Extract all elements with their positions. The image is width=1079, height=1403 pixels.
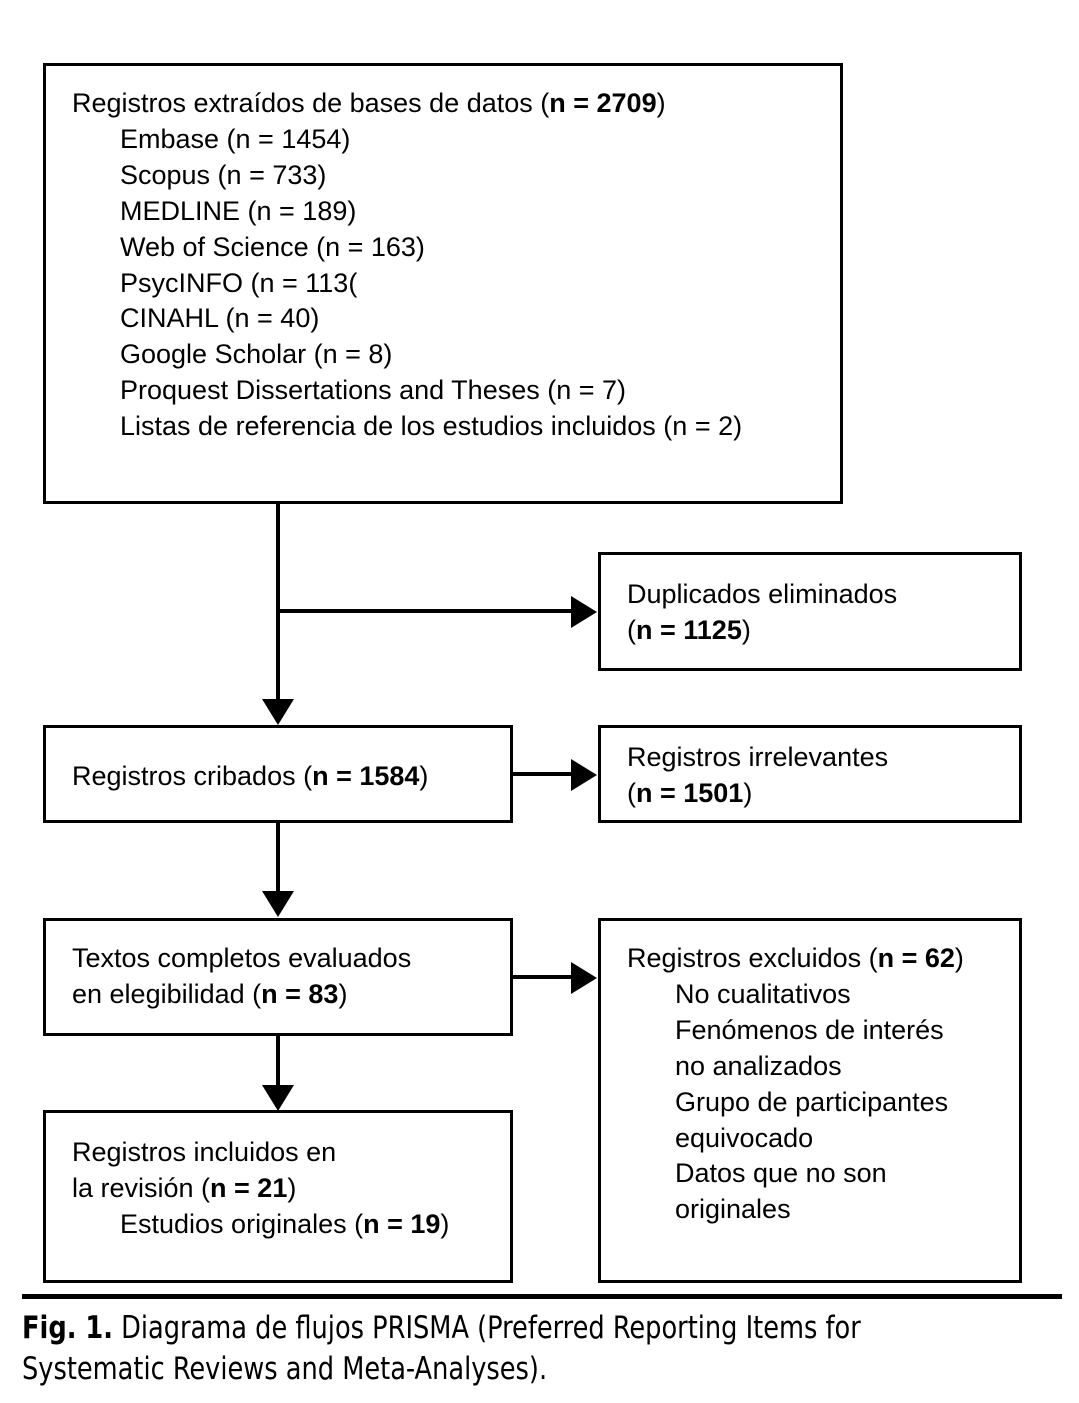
box-records-screened: Registros cribados (n = 1584): [43, 725, 513, 823]
arrowhead-down-icon: [262, 699, 294, 725]
excluded-header: Registros excluidos (n = 62): [627, 941, 1009, 977]
screened-label: Registros cribados (: [72, 761, 313, 791]
box-records-included-content: Registros incluidos en la revisión (n = …: [72, 1135, 500, 1243]
paren-close: ): [741, 614, 751, 645]
connector-screened-to-fulltext: [276, 823, 280, 892]
connector-sources-to-screened: [276, 504, 280, 700]
box-duplicates-removed-content: Duplicados eliminados (n = 1125): [627, 577, 1009, 649]
paren-open: (: [627, 777, 636, 808]
arrowhead-down-icon: [262, 891, 294, 917]
paren-close: ): [743, 777, 753, 808]
irrelevant-label: Registros irrelevantes: [627, 742, 889, 772]
records-identified-header: Registros extraídos de bases de datos (n…: [72, 86, 830, 122]
connector-sources-to-duplicates: [276, 609, 572, 613]
screened-line: Registros cribados (n = 1584): [72, 759, 500, 795]
included-count: n = 21: [210, 1172, 288, 1203]
figure-caption: Fig. 1. Diagrama de flujos PRISMA (Prefe…: [22, 1308, 983, 1390]
paren-close: ): [419, 761, 429, 791]
irrelevant-count-line: (n = 1501): [627, 776, 1009, 812]
exclusion-reason: Datos que no son: [675, 1158, 887, 1189]
duplicates-label: Duplicados eliminados: [627, 579, 898, 609]
fulltext-count: n = 83: [261, 978, 339, 1009]
paren-close: ): [338, 978, 348, 1009]
included-label-2: la revisión (: [72, 1172, 211, 1203]
exclusion-reason: Fenómenos de interés: [675, 1014, 944, 1045]
fulltext-label-2: en elegibilidad (: [72, 978, 262, 1009]
original-studies-count: n = 19: [363, 1208, 441, 1239]
box-fulltext-eligibility-content: Textos completos evaluados en elegibilid…: [72, 941, 500, 1013]
source-item: Listas de referencia de los estudios inc…: [120, 411, 743, 442]
irrelevant-count: n = 1501: [636, 777, 744, 808]
arrowhead-right-icon: [571, 962, 597, 994]
records-identified-header-text: Registros extraídos de bases de datos (: [72, 88, 550, 118]
connector-fulltext-to-included: [276, 1036, 280, 1086]
paren-open: (: [627, 614, 636, 645]
box-records-identified-content: Registros extraídos de bases de datos (n…: [72, 86, 830, 445]
exclusion-reason: No cualitativos: [675, 978, 851, 1009]
figure-caption-text: Diagrama de flujos PRISMA (Preferred Rep…: [22, 1310, 861, 1387]
excluded-count: n = 62: [877, 943, 955, 973]
paren-close: ): [440, 1208, 450, 1239]
fulltext-label: Textos completos evaluados: [72, 943, 412, 973]
box-records-excluded: Registros excluidos (n = 62) No cualitat…: [598, 918, 1022, 1283]
duplicates-count: n = 1125: [636, 614, 742, 645]
box-records-irrelevant-content: Registros irrelevantes (n = 1501): [627, 740, 1009, 812]
source-item: MEDLINE (n = 189): [120, 195, 357, 226]
duplicates-count-line: (n = 1125): [627, 613, 1009, 649]
arrowhead-down-icon: [262, 1085, 294, 1111]
connector-fulltext-to-excluded: [513, 975, 572, 979]
original-studies-label: Estudios originales (: [120, 1208, 364, 1239]
source-item: CINAHL (n = 40): [120, 303, 320, 334]
box-duplicates-removed: Duplicados eliminados (n = 1125): [598, 552, 1022, 671]
screened-count: n = 1584: [312, 761, 420, 791]
source-item: Google Scholar (n = 8): [120, 339, 393, 370]
arrowhead-right-icon: [571, 759, 597, 791]
arrowhead-right-icon: [571, 596, 597, 628]
exclusion-reason: equivocado: [675, 1122, 814, 1153]
source-item: Scopus (n = 733): [120, 159, 327, 190]
records-identified-count: n = 2709: [549, 88, 657, 118]
exclusion-reason: no analizados: [675, 1050, 842, 1081]
box-fulltext-eligibility: Textos completos evaluados en elegibilid…: [43, 918, 513, 1036]
exclusion-reason: Grupo de participantes: [675, 1086, 949, 1117]
records-identified-header-tail: ): [656, 88, 666, 118]
source-item: PsycINFO (n = 113(: [120, 267, 358, 298]
excluded-label: Registros excluidos (: [627, 943, 878, 973]
box-records-screened-content: Registros cribados (n = 1584): [72, 759, 500, 795]
fulltext-count-line: en elegibilidad (n = 83): [72, 977, 500, 1013]
included-count-line: la revisión (n = 21): [72, 1171, 500, 1207]
paren-close: ): [287, 1172, 297, 1203]
caption-divider: [22, 1294, 1062, 1299]
figure-label: Fig. 1.: [22, 1310, 113, 1346]
original-studies-line: Estudios originales (n = 19): [72, 1207, 500, 1243]
exclusion-reason: originales: [675, 1194, 791, 1225]
box-records-included: Registros incluidos en la revisión (n = …: [43, 1110, 513, 1283]
connector-screened-to-irrelevant: [513, 772, 572, 776]
included-label: Registros incluidos en: [72, 1137, 337, 1167]
source-item: Proquest Dissertations and Theses (n = 7…: [120, 375, 627, 406]
box-records-irrelevant: Registros irrelevantes (n = 1501): [598, 725, 1022, 823]
box-records-identified: Registros extraídos de bases de datos (n…: [43, 63, 843, 504]
source-item: Web of Science (n = 163): [120, 231, 425, 262]
box-records-excluded-content: Registros excluidos (n = 62) No cualitat…: [627, 941, 1009, 1228]
source-item: Embase (n = 1454): [120, 123, 351, 154]
paren-close: ): [954, 943, 964, 973]
